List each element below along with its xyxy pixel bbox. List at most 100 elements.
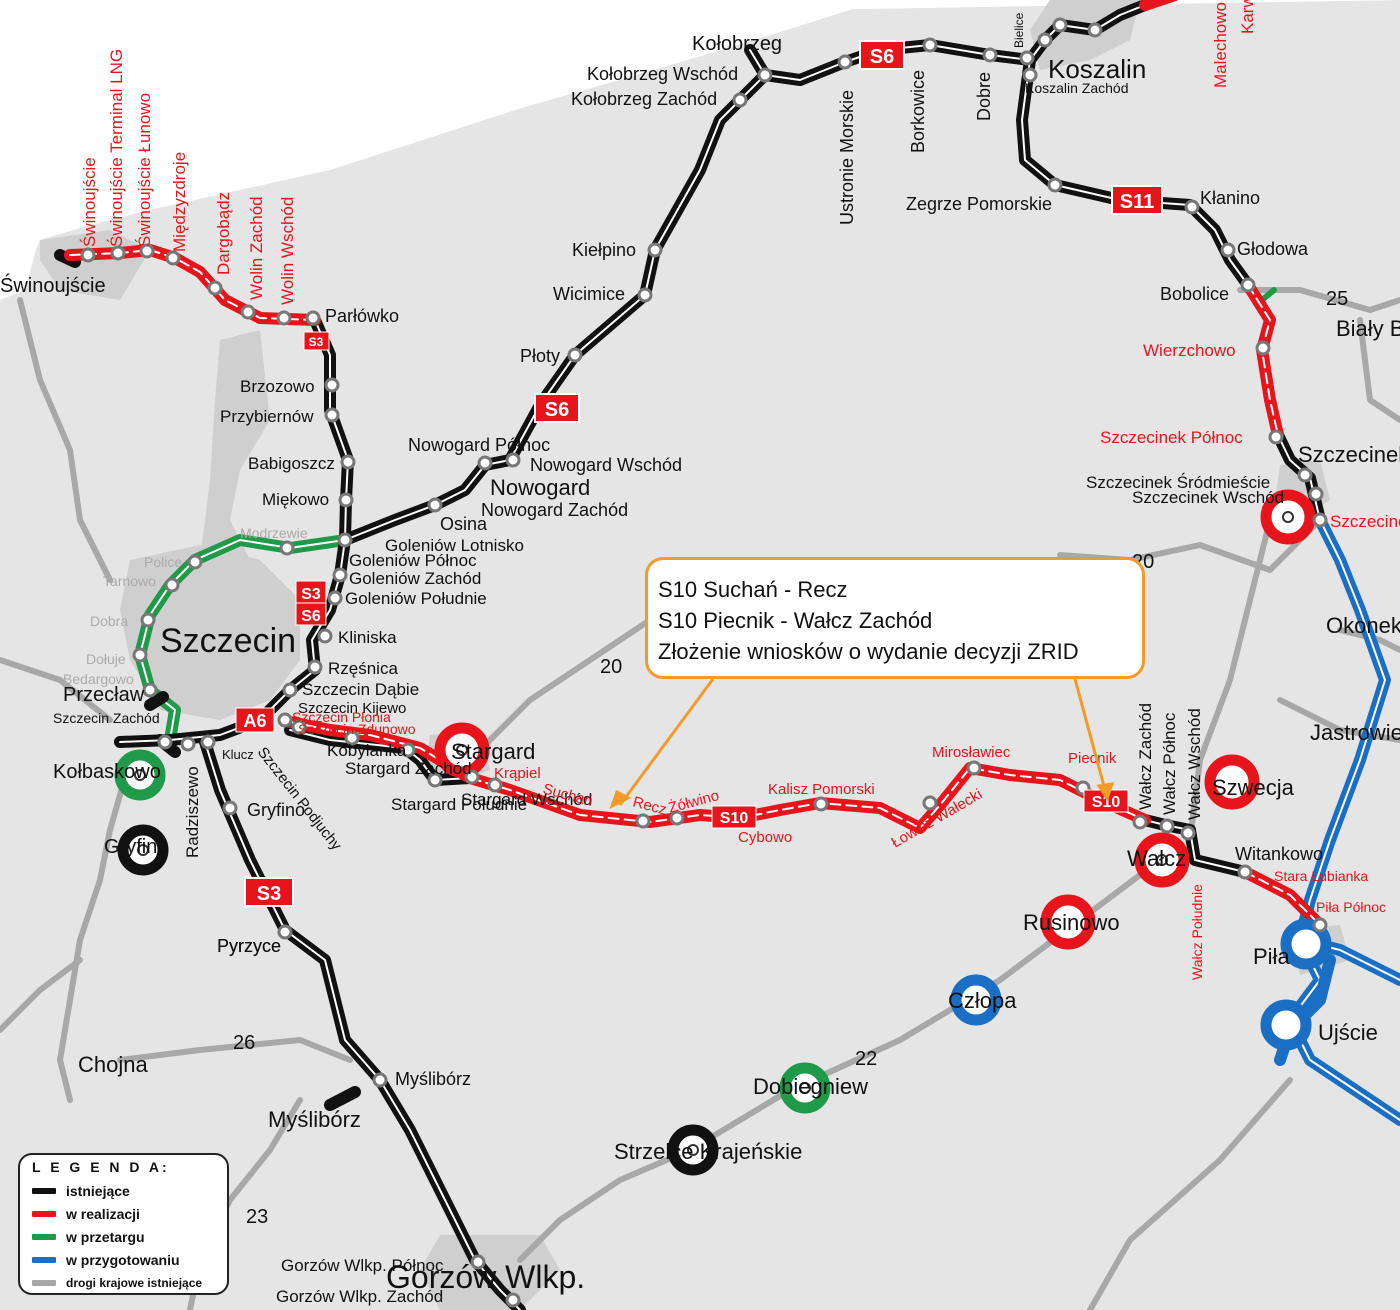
- city-bialy-bor: Biały Bór: [1336, 316, 1400, 341]
- svg-text:Szczecin Zdunowo: Szczecin Zdunowo: [298, 721, 416, 737]
- svg-text:Dołuje: Dołuje: [86, 651, 126, 667]
- ring-czlopa: [950, 974, 1002, 1026]
- svg-text:Płoty: Płoty: [520, 346, 560, 366]
- city-jastrowie: Jastrowie: [1310, 720, 1400, 745]
- svg-text:Głodowa: Głodowa: [1237, 239, 1309, 259]
- svg-text:Radziszewo: Radziszewo: [183, 766, 202, 858]
- svg-text:S11: S11: [1120, 191, 1154, 213]
- city-okonek: Okonek: [1326, 613, 1400, 638]
- svg-text:Wałcz Wschód: Wałcz Wschód: [1185, 708, 1204, 820]
- city-przeclaw: Przecław: [63, 684, 145, 706]
- city-gryfino: Gryfino: [104, 836, 168, 858]
- svg-text:26: 26: [233, 1032, 255, 1054]
- svg-text:Przybiernów: Przybiernów: [220, 407, 314, 426]
- svg-text:Koszalin Zachód: Koszalin Zachód: [1025, 80, 1129, 96]
- legend-title: L E G E N D A:: [32, 1159, 170, 1175]
- svg-text:Mirosławiec: Mirosławiec: [932, 744, 1011, 761]
- svg-text:Babigoszcz: Babigoszcz: [248, 454, 335, 473]
- svg-text:Dobra: Dobra: [90, 613, 128, 629]
- legend-swatch-red: [32, 1210, 56, 1217]
- svg-text:Gorzów Wlkp. Zachód: Gorzów Wlkp. Zachód: [276, 1287, 443, 1306]
- legend-item-national-roads: drogi krajowe istniejące: [32, 1271, 227, 1294]
- city-rings: [114, 489, 1332, 1176]
- callout-arrows: [609, 678, 1115, 810]
- city-szwecja: Szwecja: [1212, 775, 1295, 800]
- svg-text:Wałcz Północ: Wałcz Północ: [1160, 712, 1179, 815]
- svg-text:S3: S3: [309, 335, 324, 349]
- svg-text:Kobylanka: Kobylanka: [327, 741, 407, 760]
- svg-text:Kiełpino: Kiełpino: [572, 240, 636, 260]
- shield-s11: S11: [1111, 185, 1163, 215]
- city-nowogard: Nowogard: [490, 475, 590, 500]
- callout-line-3: Złożenie wniosków o wydanie decyzji ZRID: [658, 639, 1079, 664]
- svg-text:Gorzów Wlkp. Północ: Gorzów Wlkp. Północ: [281, 1256, 444, 1275]
- callout-line-1: S10 Suchań - Recz: [658, 577, 848, 602]
- legend: L E G E N D A: istniejące w realizacji w…: [18, 1153, 229, 1295]
- ring-ujscie: [1260, 999, 1312, 1051]
- svg-text:22: 22: [855, 1048, 877, 1070]
- shield-s6-goleniow: S6: [295, 602, 327, 626]
- svg-text:S3: S3: [301, 586, 321, 603]
- svg-text:Kliniska: Kliniska: [338, 628, 397, 647]
- svg-text:Kołobrzeg Wschód: Kołobrzeg Wschód: [587, 64, 738, 84]
- city-koszalin: Koszalin: [1048, 54, 1146, 84]
- svg-text:Myślibórz: Myślibórz: [395, 1069, 471, 1089]
- svg-text:Szczecin Kijewo: Szczecin Kijewo: [298, 700, 406, 717]
- svg-text:Rzęśnica: Rzęśnica: [328, 659, 398, 678]
- svg-text:Bielice: Bielice: [1012, 12, 1026, 48]
- svg-text:25: 25: [1326, 288, 1348, 310]
- svg-text:20: 20: [600, 656, 622, 678]
- svg-text:Zegrze Pomorskie: Zegrze Pomorskie: [906, 194, 1052, 214]
- svg-text:S3: S3: [257, 883, 281, 905]
- svg-text:23: 23: [246, 1206, 268, 1228]
- svg-text:Stargard Południe: Stargard Południe: [391, 795, 527, 814]
- svg-text:Bedargowo: Bedargowo: [63, 671, 134, 687]
- svg-text:Modrzewie: Modrzewie: [240, 525, 308, 541]
- legend-swatch-blue: [32, 1256, 56, 1263]
- shield-s6-koszalin: S6: [859, 40, 905, 70]
- svg-text:Brzozowo: Brzozowo: [240, 377, 315, 396]
- svg-text:Szczecinek Wschód: Szczecinek Wschód: [1132, 488, 1284, 507]
- svg-text:S6: S6: [545, 399, 569, 421]
- city-strzelce: Strzelce Krajeńskie: [614, 1139, 802, 1164]
- svg-text:Świnoujście Terminal LNG: Świnoujście Terminal LNG: [107, 49, 126, 247]
- svg-text:Miękowo: Miękowo: [262, 490, 329, 509]
- city-czlopa: Człopa: [948, 988, 1017, 1013]
- shield-s3-parlowko: S3: [303, 331, 330, 351]
- svg-text:Police: Police: [144, 554, 182, 570]
- svg-text:Nowogard Północ: Nowogard Północ: [408, 435, 550, 455]
- shield-s3-south: S3: [244, 877, 294, 907]
- svg-text:S6: S6: [301, 608, 321, 625]
- svg-text:Stargard Wschód: Stargard Wschód: [461, 790, 592, 809]
- svg-text:Wierzchowo: Wierzchowo: [1143, 341, 1236, 360]
- shield-a6: A6: [235, 707, 275, 733]
- city-ujscie: Ujście: [1318, 1020, 1378, 1045]
- svg-text:Szczecin Płonia: Szczecin Płonia: [292, 709, 391, 725]
- node-labels: Kołobrzeg Wschód Kołobrzeg Zachód Ustron…: [53, 12, 1323, 1306]
- svg-text:Stargard Zachód: Stargard Zachód: [345, 759, 472, 778]
- svg-text:Międzyzdroje: Międzyzdroje: [170, 152, 189, 252]
- svg-text:Gryfino: Gryfino: [247, 800, 305, 820]
- city-kolbaskowo: Kołbaskowo: [53, 761, 161, 783]
- svg-text:Piecnik: Piecnik: [1068, 750, 1117, 767]
- svg-text:Wolin Wschód: Wolin Wschód: [278, 197, 297, 305]
- zrid-callout-box: S10 Suchań - Recz S10 Piecnik - Wałcz Za…: [645, 557, 1145, 679]
- svg-text:S10: S10: [720, 810, 749, 827]
- city-szczecinek: Szczecinek: [1298, 442, 1400, 467]
- legend-item-preparation: w przygotowaniu: [32, 1248, 227, 1271]
- city-mysliborz: Myślibórz: [268, 1107, 361, 1132]
- svg-text:Świnoujście: Świnoujście: [80, 157, 99, 247]
- svg-text:Malechowo: Malechowo: [1211, 2, 1230, 88]
- legend-item-existing: istniejące: [32, 1179, 227, 1202]
- callout-line-2: S10 Piecnik - Wałcz Zachód: [658, 608, 933, 633]
- ring-szwecja: [1204, 754, 1260, 810]
- svg-text:Bobolice: Bobolice: [1160, 284, 1229, 304]
- svg-text:Szczecin Dąbie: Szczecin Dąbie: [302, 680, 419, 699]
- city-szczecin: Szczecin: [160, 622, 296, 660]
- svg-text:Wałcz Południe: Wałcz Południe: [1189, 884, 1205, 980]
- shield-s3-goleniow: S3: [295, 580, 327, 604]
- svg-text:Goleniów Północ: Goleniów Północ: [349, 551, 477, 570]
- svg-text:Osina: Osina: [440, 514, 488, 534]
- svg-text:Kołobrzeg Zachód: Kołobrzeg Zachód: [571, 89, 717, 109]
- svg-text:Piła Północ: Piła Północ: [1316, 899, 1386, 915]
